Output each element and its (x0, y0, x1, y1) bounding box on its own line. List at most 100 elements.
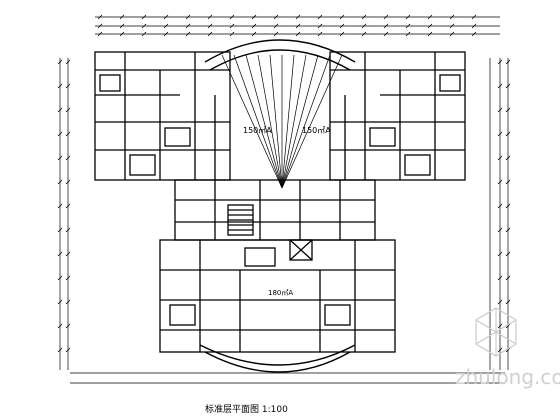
dimension-tick (57, 155, 63, 161)
left-wing (94, 51, 231, 181)
dimension-tick (497, 251, 503, 257)
dimension-tick (505, 131, 511, 137)
dimension-tick (65, 275, 71, 281)
dimension-tick (497, 203, 503, 209)
dimension-tick (163, 31, 169, 37)
dimension-tick (65, 299, 71, 305)
dimension-tick (505, 155, 511, 161)
dimension-tick (273, 23, 279, 29)
dimension-tick (361, 23, 367, 29)
dimension-tick (295, 14, 301, 20)
dimension-tick (405, 14, 411, 20)
dimension-tick (405, 31, 411, 37)
dimension-tick (505, 83, 511, 89)
dimension-tick (505, 203, 511, 209)
dimension-tick (65, 179, 71, 185)
dimension-tick (57, 299, 63, 305)
dimension-tick (505, 59, 511, 65)
radial-line (281, 54, 295, 189)
room-label-left: 150㎡A (243, 126, 272, 135)
dimension-tick (57, 131, 63, 137)
dimension-tick (339, 23, 345, 29)
dimension-tick (251, 14, 257, 20)
dimension-tick (273, 14, 279, 20)
dimension-tick (383, 14, 389, 20)
radial-line (281, 54, 307, 189)
dimension-tick (405, 23, 411, 29)
dimension-tick (449, 23, 455, 29)
dimension-tick (497, 347, 503, 353)
radial-line (233, 54, 283, 189)
dimension-tick (339, 31, 345, 37)
dimension-tick (229, 23, 235, 29)
dimension-tick (497, 59, 503, 65)
dimension-ticks (57, 14, 511, 353)
dimension-tick (185, 14, 191, 20)
dimension-tick (65, 227, 71, 233)
dimension-tick (65, 59, 71, 65)
dimension-tick (449, 14, 455, 20)
dimension-tick (97, 23, 103, 29)
dimension-tick (427, 23, 433, 29)
dimension-tick (57, 83, 63, 89)
top-arc-balcony (204, 39, 356, 71)
dimension-tick (119, 23, 125, 29)
dimension-tick (141, 23, 147, 29)
dimension-tick (185, 23, 191, 29)
dimension-tick (97, 14, 103, 20)
dimension-tick (505, 251, 511, 257)
dimension-tick (295, 23, 301, 29)
radial-line (281, 54, 343, 189)
dimension-tick (505, 299, 511, 305)
dimension-tick (427, 31, 433, 37)
dimension-tick (57, 275, 63, 281)
dimension-tick (163, 23, 169, 29)
dimension-tick (449, 31, 455, 37)
dimension-tick (361, 31, 367, 37)
dimension-tick (97, 31, 103, 37)
dimension-tick (471, 23, 477, 29)
dimension-tick (427, 14, 433, 20)
dimension-tick (141, 14, 147, 20)
lower-wing (159, 239, 396, 353)
dimension-tick (57, 227, 63, 233)
dimension-tick (65, 83, 71, 89)
dimension-tick (497, 83, 503, 89)
dimension-tick (317, 14, 323, 20)
dimension-tick (497, 299, 503, 305)
dimension-tick (497, 131, 503, 137)
dimension-tick (505, 179, 511, 185)
dimension-tick (361, 14, 367, 20)
dimension-tick (119, 31, 125, 37)
room-label-lower: 180㎡A (268, 289, 293, 297)
dimension-tick (65, 347, 71, 353)
dimension-tick (497, 155, 503, 161)
radial-line (281, 54, 319, 189)
dimension-tick (317, 31, 323, 37)
dimension-tick (295, 31, 301, 37)
dimension-tick (505, 275, 511, 281)
dimension-tick (57, 251, 63, 257)
dimension-tick (207, 31, 213, 37)
dimension-tick (317, 23, 323, 29)
radial-line (269, 54, 283, 189)
dimension-tick (185, 31, 191, 37)
dimension-tick (339, 14, 345, 20)
dimension-tick (383, 31, 389, 37)
zhulong-watermark (475, 307, 517, 357)
dimension-tick (65, 251, 71, 257)
dimension-tick (229, 31, 235, 37)
dimension-tick (383, 23, 389, 29)
dimension-tick (497, 179, 503, 185)
room-label-right: 150㎡A (302, 126, 331, 135)
dimension-tick (497, 323, 503, 329)
dimension-tick (471, 31, 477, 37)
dimension-tick (163, 14, 169, 20)
dimension-tick (273, 31, 279, 37)
dimension-tick (65, 203, 71, 209)
right-wing (329, 51, 466, 181)
dimension-tick (65, 107, 71, 113)
dimension-tick (65, 323, 71, 329)
dimension-tick (65, 155, 71, 161)
dimension-tick (497, 107, 503, 113)
